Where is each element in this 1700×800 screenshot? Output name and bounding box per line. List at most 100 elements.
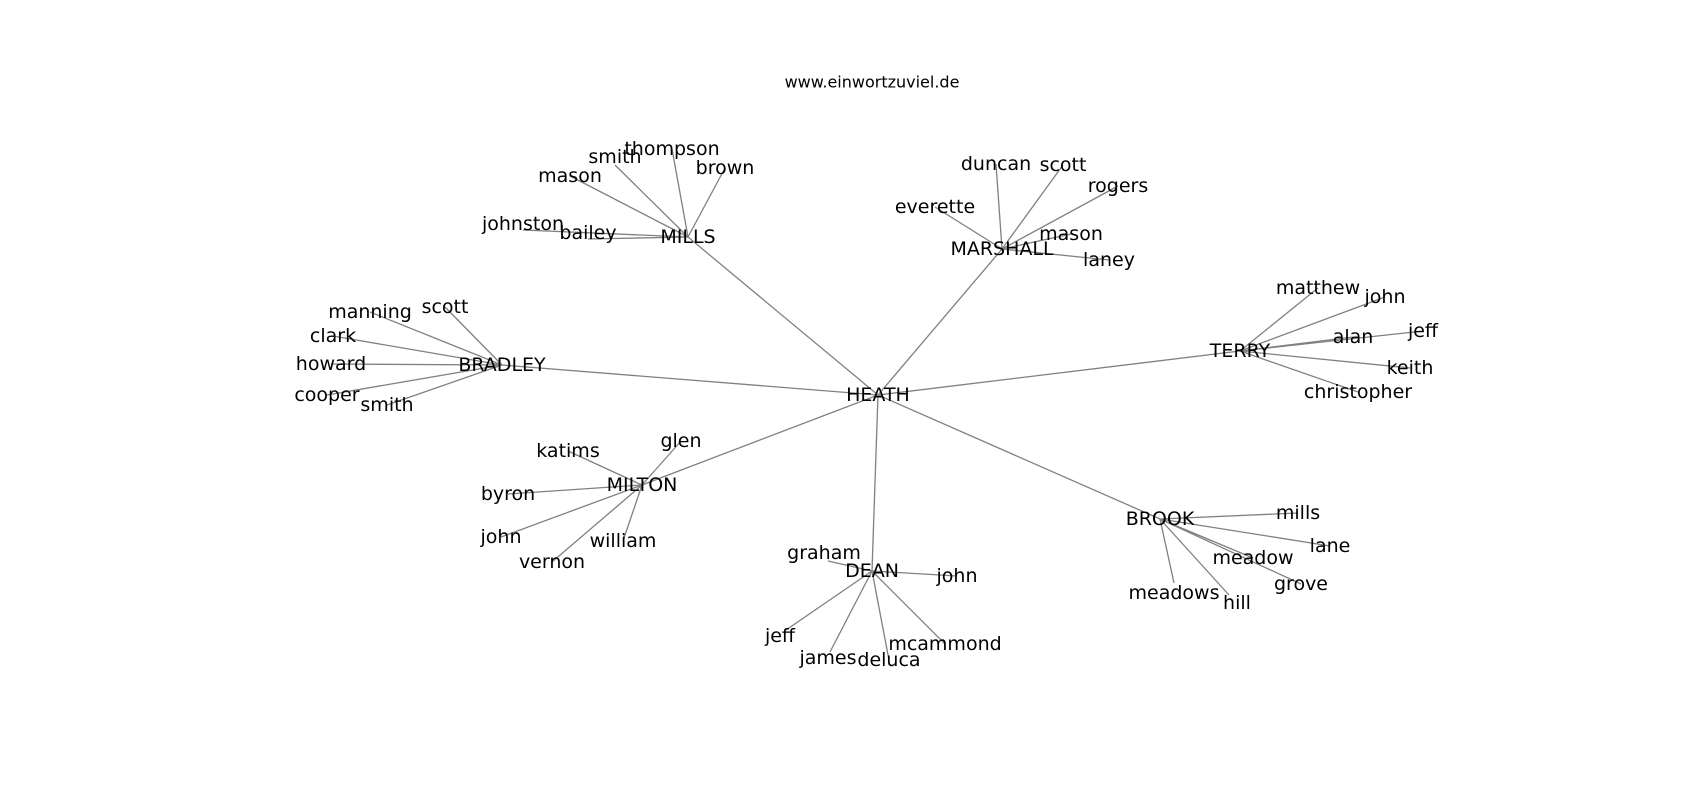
leaf-node-milton-john: john xyxy=(480,526,522,548)
edge-terry-matthew xyxy=(1239,287,1319,352)
edge-bradley-clark xyxy=(332,335,503,366)
leaf-node-dean-mcammond: mcammond xyxy=(888,633,1001,655)
leaf-node-bradley-manning: manning xyxy=(328,301,412,323)
leaf-node-bradley-scott: scott xyxy=(422,296,469,318)
edge-marshall-laney xyxy=(1001,248,1110,261)
leaf-node-mills-brown: brown xyxy=(696,157,755,179)
leaf-node-milton-glen: glen xyxy=(660,430,701,452)
edge-terry-keith xyxy=(1239,350,1411,369)
edge-brook-lane xyxy=(1159,518,1331,547)
edge-milton-vernon xyxy=(551,484,643,563)
leaf-node-marshall-everette: everette xyxy=(895,196,975,218)
edge-bradley-cooper xyxy=(326,364,503,396)
leaf-node-mills-smith: smith xyxy=(588,146,641,168)
leaf-node-terry-matthew: matthew xyxy=(1276,277,1360,299)
edge-dean-mcammond xyxy=(871,570,946,645)
edge-brook-grove xyxy=(1159,518,1302,585)
hub-node-bradley: BRADLEY xyxy=(458,354,546,376)
edge-mills-thompson xyxy=(671,148,689,238)
edges-layer xyxy=(326,148,1424,661)
leaf-node-brook-hill: hill xyxy=(1223,592,1251,614)
edge-heath-marshall xyxy=(877,248,1003,396)
leaf-node-bradley-smith: smith xyxy=(360,394,413,416)
edge-dean-james xyxy=(829,570,873,653)
leaf-node-mills-bailey: bailey xyxy=(559,222,616,244)
leaf-node-marshall-mason: mason xyxy=(1039,223,1103,245)
edge-brook-mills xyxy=(1159,512,1299,520)
edge-bradley-howard xyxy=(330,363,503,366)
leaf-node-terry-jeff: jeff xyxy=(1407,320,1439,342)
edge-brook-meadows xyxy=(1159,518,1175,584)
edge-milton-katims xyxy=(567,450,643,486)
leaf-node-dean-graham: graham xyxy=(787,542,861,564)
leaf-node-milton-katims: katims xyxy=(536,440,599,462)
leaf-node-mills-mason: mason xyxy=(538,165,602,187)
leaf-node-dean-deluca: deluca xyxy=(857,649,920,671)
edge-milton-glen xyxy=(641,440,682,486)
hub-node-mills: MILLS xyxy=(660,226,715,248)
edge-milton-byron xyxy=(507,484,643,495)
edge-dean-jeff xyxy=(785,570,873,631)
edge-marshall-scott xyxy=(1001,164,1064,250)
edge-marshall-duncan xyxy=(995,163,1003,250)
hub-node-dean: DEAN xyxy=(845,560,899,582)
leaf-node-bradley-howard: howard xyxy=(296,353,366,375)
edge-terry-john xyxy=(1239,296,1386,352)
edge-terry-christopher xyxy=(1239,350,1359,393)
leaf-node-terry-christopher: christopher xyxy=(1304,381,1412,403)
hub-node-terry: TERRY xyxy=(1209,340,1271,362)
edge-milton-william xyxy=(622,484,643,542)
edge-marshall-rogers xyxy=(1001,185,1119,250)
leaf-node-terry-keith: keith xyxy=(1387,357,1434,379)
hub-node-marshall: MARSHALL xyxy=(950,238,1054,260)
leaf-node-marshall-duncan: duncan xyxy=(961,153,1031,175)
edge-mills-brown xyxy=(687,167,726,238)
edge-heath-terry xyxy=(877,350,1241,396)
edge-mills-bailey xyxy=(587,236,689,240)
leaf-node-dean-john: john xyxy=(936,565,978,587)
leaf-node-mills-johnston: johnston xyxy=(481,213,564,235)
edge-mills-mason xyxy=(569,175,689,238)
edge-brook-hill xyxy=(1159,518,1230,596)
leaf-node-marshall-rogers: rogers xyxy=(1088,175,1148,197)
edge-mills-smith xyxy=(614,164,689,238)
edge-heath-mills xyxy=(687,236,879,396)
edge-heath-milton xyxy=(641,394,879,486)
edge-heath-bradley xyxy=(501,364,879,396)
leaf-node-dean-jeff: jeff xyxy=(764,625,796,647)
edge-mills-johnston xyxy=(522,229,689,238)
leaf-node-brook-grove: grove xyxy=(1274,573,1328,595)
center-node-heath: HEATH xyxy=(846,384,910,406)
leaf-node-milton-byron: byron xyxy=(481,483,535,505)
leaf-node-milton-william: william xyxy=(590,530,657,552)
leaf-node-brook-meadow: meadow xyxy=(1212,547,1293,569)
leaf-node-marshall-laney: laney xyxy=(1083,249,1135,271)
edge-dean-deluca xyxy=(871,570,890,661)
leaf-node-marshall-scott: scott xyxy=(1040,154,1087,176)
edge-bradley-smith xyxy=(386,364,503,406)
leaf-node-bradley-cooper: cooper xyxy=(294,384,359,406)
leaf-node-dean-james: james xyxy=(798,647,856,669)
leaf-node-brook-meadows: meadows xyxy=(1129,582,1220,604)
edge-milton-john xyxy=(500,484,643,538)
edge-bradley-scott xyxy=(444,306,503,366)
leaf-node-brook-lane: lane xyxy=(1310,535,1351,557)
edge-heath-brook xyxy=(877,394,1161,520)
leaf-node-bradley-clark: clark xyxy=(310,325,356,347)
hub-node-brook: BROOK xyxy=(1126,508,1195,530)
edge-terry-jeff xyxy=(1239,330,1424,352)
edge-heath-dean xyxy=(871,394,879,572)
leaf-node-mills-thompson: thompson xyxy=(624,138,719,160)
edge-marshall-everette xyxy=(934,206,1003,250)
leaf-node-milton-vernon: vernon xyxy=(519,551,585,573)
edge-bradley-manning xyxy=(369,311,503,366)
edge-dean-graham xyxy=(827,560,873,572)
leaf-node-brook-mills: mills xyxy=(1276,502,1320,524)
leaf-node-terry-john: john xyxy=(1364,286,1406,308)
edge-dean-john xyxy=(871,570,958,577)
hub-node-milton: MILTON xyxy=(607,474,678,496)
edge-marshall-mason xyxy=(1001,233,1072,250)
